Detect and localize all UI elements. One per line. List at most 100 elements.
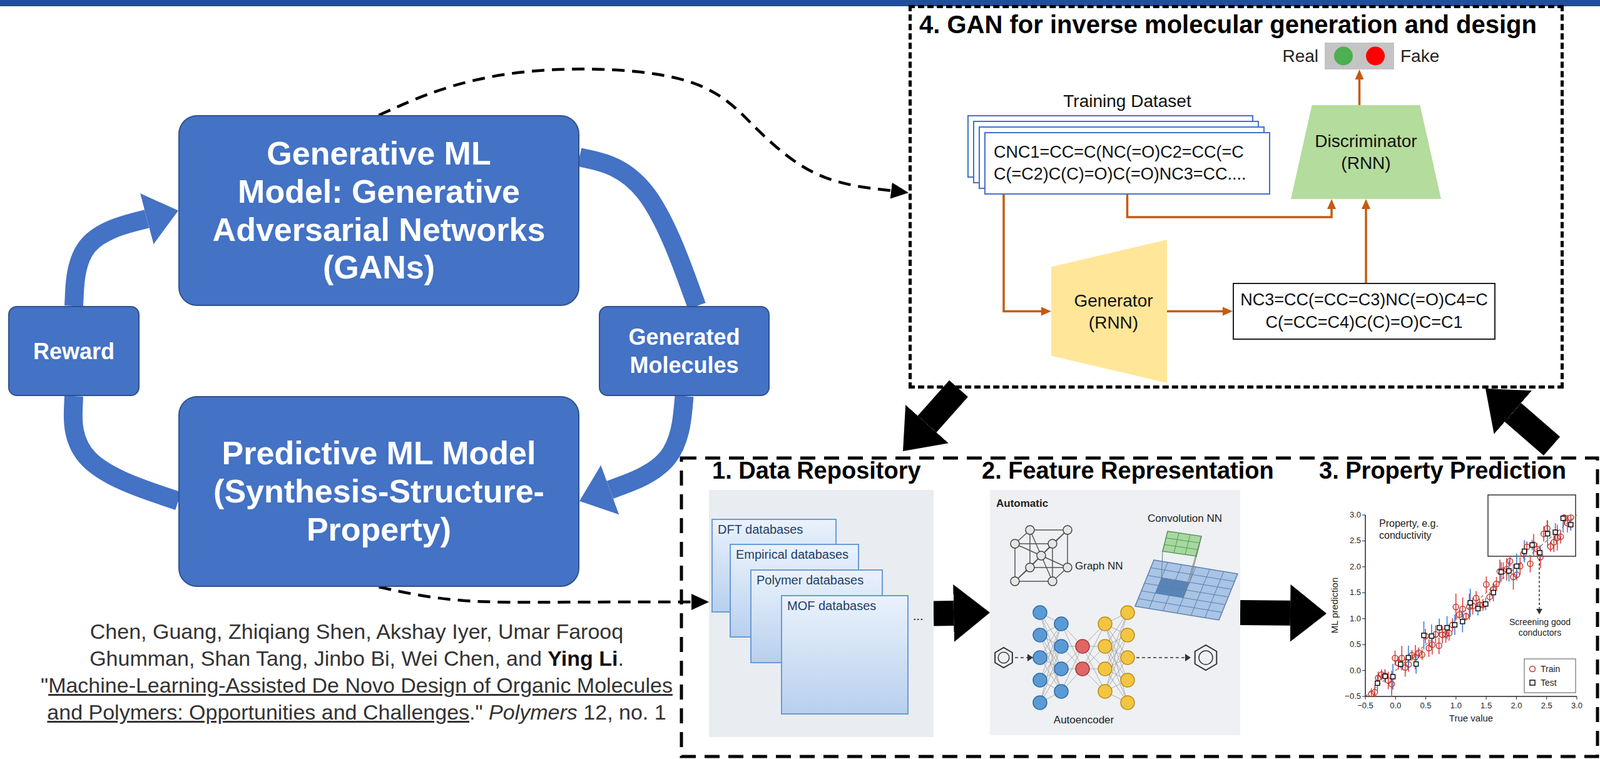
graph-edge: [1014, 555, 1042, 582]
connector: [379, 586, 693, 603]
graph-edge: [1014, 543, 1053, 545]
generated-molecules-box: Generated Molecules: [598, 305, 770, 397]
train-point: [1436, 643, 1442, 649]
grid-line: [1185, 534, 1191, 555]
grid-line: [1165, 538, 1200, 544]
grid-line: [1173, 533, 1179, 554]
tick-label: −0.5: [1352, 700, 1378, 711]
test-point: [1537, 550, 1542, 556]
benzene-ring: [998, 652, 1010, 664]
error-bar: [1509, 555, 1511, 567]
training-dataset: Training DatasetCNC1=CC=C(NC(=O)C2=CC(=C…: [984, 132, 1270, 194]
node-text: Generated Molecules: [606, 322, 763, 380]
graph-node: [1063, 563, 1072, 572]
trapezoid: [1051, 239, 1167, 383]
citation-text: .": [469, 700, 484, 724]
test-point: [1391, 674, 1396, 679]
error-bar: [1489, 591, 1491, 602]
plot-note: Screening good conductors: [1505, 616, 1575, 639]
error-bar: [1411, 650, 1413, 661]
grid-line: [1138, 598, 1223, 613]
legend-frame: [1524, 658, 1576, 693]
tick: [1516, 696, 1517, 700]
test-point: [1382, 673, 1388, 679]
neuron: [1098, 684, 1112, 699]
front-sheet: [984, 132, 1270, 194]
train-point: [1375, 675, 1381, 681]
grid-line: [1164, 544, 1199, 550]
neuron: [1033, 650, 1047, 665]
citation: Chen, Guang, Zhiqiang Shen, Akshay Iyer,…: [40, 618, 673, 726]
train-point: [1561, 514, 1567, 521]
train-point: [1419, 652, 1425, 658]
test-point: [1460, 619, 1465, 624]
zoom-inset: [1487, 494, 1576, 557]
citation-text: Ying Li: [547, 646, 618, 671]
fake-light: [1365, 46, 1385, 66]
neuron: [1054, 684, 1069, 699]
train-point: [1399, 655, 1405, 661]
node-text: Reward: [33, 337, 115, 366]
train-point: [1527, 561, 1534, 567]
discriminator-block: Discriminator (RNN): [1290, 105, 1442, 199]
test-point: [1476, 606, 1481, 611]
arrowhead: [1185, 653, 1191, 662]
error-bar: [1404, 658, 1407, 677]
axis-title: ML prediction: [1329, 555, 1340, 656]
test-point: [1568, 522, 1574, 527]
legend-symbol: [1529, 680, 1535, 686]
database-sheet: MOF databases: [780, 595, 909, 715]
train-point: [1568, 514, 1574, 521]
graph-edge: [1029, 529, 1068, 531]
benzene-ring: [994, 647, 1013, 668]
dashed-arrow: [1014, 657, 1028, 659]
connector: [933, 600, 954, 627]
ellipsis: ...: [912, 608, 924, 624]
train-point: [1372, 689, 1378, 696]
train-point: [1493, 581, 1500, 587]
train-point: [1456, 611, 1463, 618]
discriminator-shape: [1290, 105, 1442, 199]
node-text: NC3=CC(=CC=C3)NC(=O)C4=C C(=CC=C4)C(C)=O…: [1240, 289, 1488, 333]
real-fake-indicator: [1324, 42, 1395, 70]
method-label: Graph NN: [1075, 560, 1124, 573]
tick-label: 0.5: [1335, 639, 1361, 649]
property-prediction-panel: 3. Property PredictionProperty, e.g. con…: [1326, 489, 1587, 738]
tick: [1486, 696, 1487, 700]
legend-entry: Train: [1528, 663, 1560, 674]
node-text: DFT databases: [717, 522, 803, 537]
train-point: [1389, 681, 1395, 688]
graph-edge: [1051, 543, 1054, 582]
grid-line: [1144, 583, 1229, 597]
citation-text: Polymers: [488, 700, 578, 724]
error-bar: [1455, 593, 1457, 621]
heading: Training Dataset: [984, 91, 1270, 112]
train-point: [1406, 661, 1412, 668]
neuron: [1054, 616, 1069, 631]
graph-node: [1048, 576, 1057, 586]
node-text: Generator (RNN): [1066, 289, 1161, 334]
node-text: Discriminator (RNN): [1304, 130, 1428, 174]
tick-label: 2.5: [1534, 700, 1560, 711]
graph-edge: [1014, 580, 1053, 582]
workflow-frame: [681, 458, 1598, 757]
tick-label: 1.0: [1443, 700, 1469, 711]
graph-node: [1025, 563, 1035, 572]
neuron: [1033, 605, 1047, 620]
feature-representation-panel: 2. Feature RepresentationAutomaticGraph …: [989, 489, 1241, 736]
test-point: [1483, 601, 1488, 607]
y-axis: [1364, 514, 1366, 697]
connector: [1364, 208, 1368, 283]
method-label: Convolution NN: [1147, 512, 1223, 525]
feature-map: [1162, 531, 1202, 557]
neuron: [1054, 639, 1069, 654]
connector: [1513, 412, 1552, 447]
real-light: [1334, 46, 1353, 66]
legend-text: Test: [1540, 677, 1557, 688]
error-bar: [1438, 637, 1440, 655]
test-point: [1553, 529, 1558, 535]
test-point: [1499, 570, 1504, 575]
node-text: Polymer databases: [756, 573, 864, 588]
test-point: [1545, 531, 1550, 537]
